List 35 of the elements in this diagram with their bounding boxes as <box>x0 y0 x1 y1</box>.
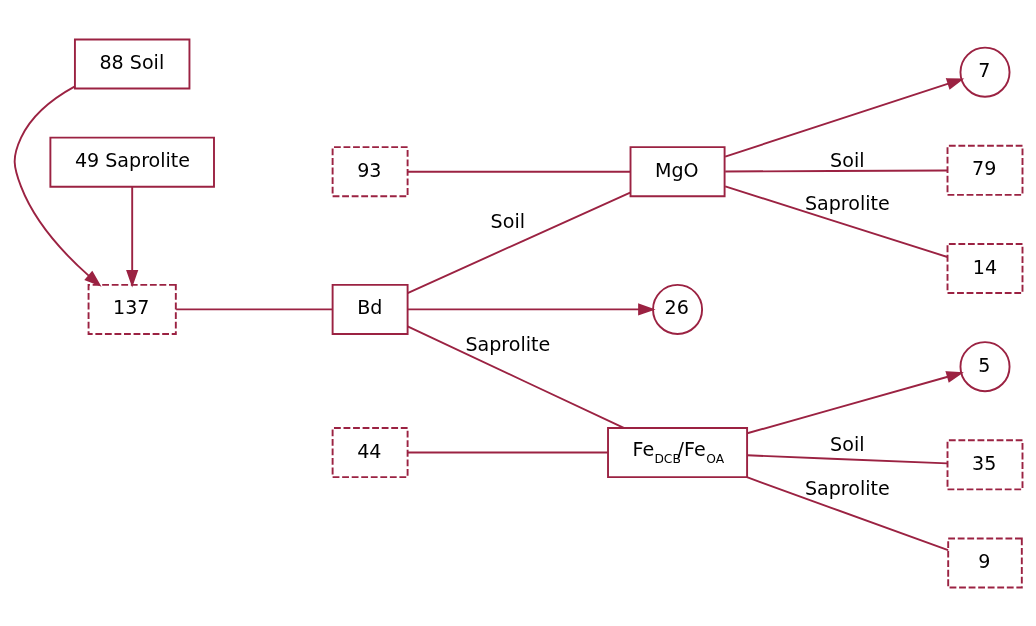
arrow <box>125 185 138 288</box>
connector <box>406 451 609 454</box>
node-box: Fe$_{DCB}$/Fe$_{OA}$ <box>606 426 748 478</box>
edge-label: Saprolite <box>804 476 890 499</box>
connector <box>174 307 333 310</box>
node-circle: 26 <box>651 283 703 335</box>
arrow <box>13 84 102 287</box>
node-box: 79 <box>946 144 1023 196</box>
node-box: 93 <box>331 145 409 197</box>
node-box: 88 Soil <box>73 38 190 89</box>
node-box: MgO <box>629 145 726 197</box>
connector <box>745 475 949 551</box>
node-box: 9 <box>946 537 1023 588</box>
arrow <box>745 370 964 434</box>
edge-label: Soil <box>490 209 525 232</box>
edge-label: Saprolite <box>804 191 890 214</box>
node-circle: 7 <box>959 46 1010 98</box>
node-box: 137 <box>87 283 177 335</box>
node-box: 44 <box>331 426 409 478</box>
edge-label: Saprolite <box>464 332 550 355</box>
connector <box>723 169 948 172</box>
node-box: 49 Saprolite <box>48 136 215 188</box>
connector <box>723 184 948 258</box>
connector <box>745 453 948 464</box>
node-box: 14 <box>946 242 1023 294</box>
arrow <box>723 77 964 158</box>
node-box: 35 <box>946 438 1023 490</box>
connector <box>406 324 625 429</box>
edge-label: Soil <box>829 148 864 171</box>
edge-label: Soil <box>829 432 864 455</box>
node-box: Bd <box>331 283 409 335</box>
arrow <box>406 302 656 316</box>
node-circle: 5 <box>959 340 1010 392</box>
connector <box>406 191 631 294</box>
connector <box>406 170 631 173</box>
